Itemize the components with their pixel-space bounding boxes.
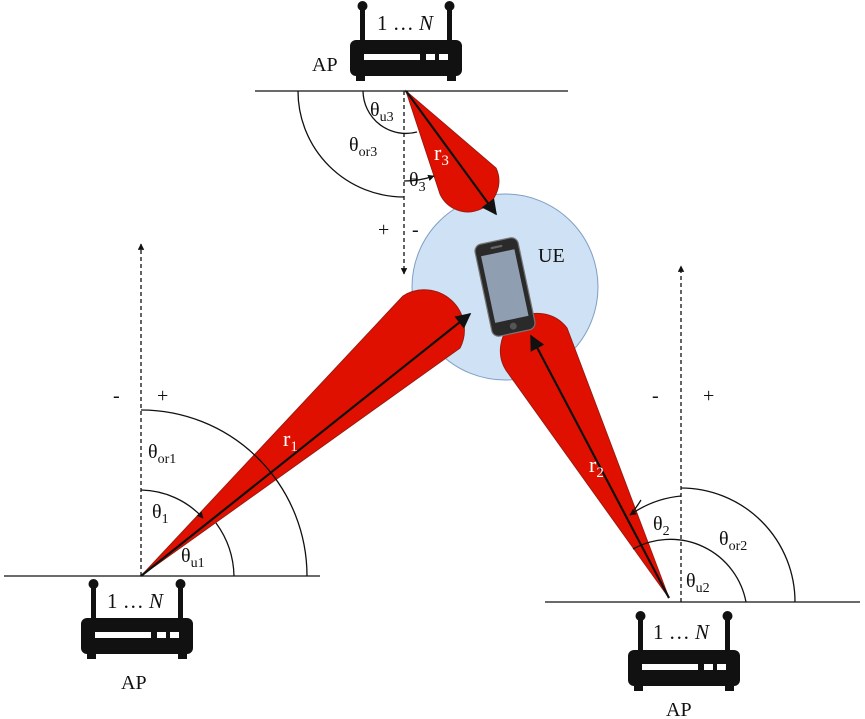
ap-3-plus-sign: + bbox=[378, 219, 389, 241]
ap-3-antenna-label: 1 … N bbox=[377, 11, 434, 35]
theta-or1-label: θor1 bbox=[148, 441, 176, 467]
beam-1-lobe bbox=[140, 289, 465, 577]
ue-label: UE bbox=[538, 245, 565, 267]
ap-3-theta-arc bbox=[403, 174, 435, 182]
ap-3-theta-u-arc bbox=[362, 90, 418, 135]
ap-2-theta-arc bbox=[629, 495, 682, 516]
ap-3-minus-sign: - bbox=[412, 219, 419, 241]
ap-1-minus-sign: - bbox=[113, 385, 120, 407]
theta-3-label: θ3 bbox=[409, 169, 426, 195]
ap-2-antenna-label: 1 … N bbox=[653, 620, 710, 644]
smartphone-icon bbox=[474, 237, 536, 337]
theta-1-label: θ1 bbox=[152, 501, 169, 527]
ap-2-label: AP bbox=[666, 699, 692, 719]
ap-1-theta-u-arc bbox=[215, 522, 235, 577]
theta-or3-label: θor3 bbox=[349, 134, 377, 160]
r3-label: r3 bbox=[434, 140, 449, 169]
r3-range-arrow bbox=[405, 90, 497, 216]
ap-1-plus-sign: + bbox=[157, 385, 168, 407]
r1-range-arrow bbox=[140, 313, 472, 577]
theta-u1-label: θu1 bbox=[181, 545, 205, 571]
theta-2-label: θ2 bbox=[653, 513, 670, 539]
ap-2-theta-or-arc bbox=[680, 487, 796, 603]
ap-1-theta-arc bbox=[140, 489, 204, 519]
ap-2-plus-sign: + bbox=[703, 385, 714, 407]
ap-1-theta-or-arc bbox=[140, 409, 308, 577]
theta-or2-label: θor2 bbox=[719, 528, 747, 554]
r2-label: r2 bbox=[589, 452, 604, 481]
r1-label: r1 bbox=[283, 426, 298, 455]
ap-1-antenna-label: 1 … N bbox=[107, 589, 164, 613]
ap-3-label: AP bbox=[312, 54, 338, 76]
ap-1-label: AP bbox=[121, 672, 147, 694]
ap-2-theta-u-arc bbox=[632, 538, 747, 603]
beam-2-lobe bbox=[499, 312, 670, 599]
theta-u3-label: θu3 bbox=[370, 99, 394, 125]
ap-2-minus-sign: - bbox=[652, 385, 659, 407]
ap-3-theta-or-arc bbox=[297, 90, 405, 198]
r2-range-arrow bbox=[530, 334, 670, 599]
theta-u2-label: θu2 bbox=[686, 570, 710, 596]
